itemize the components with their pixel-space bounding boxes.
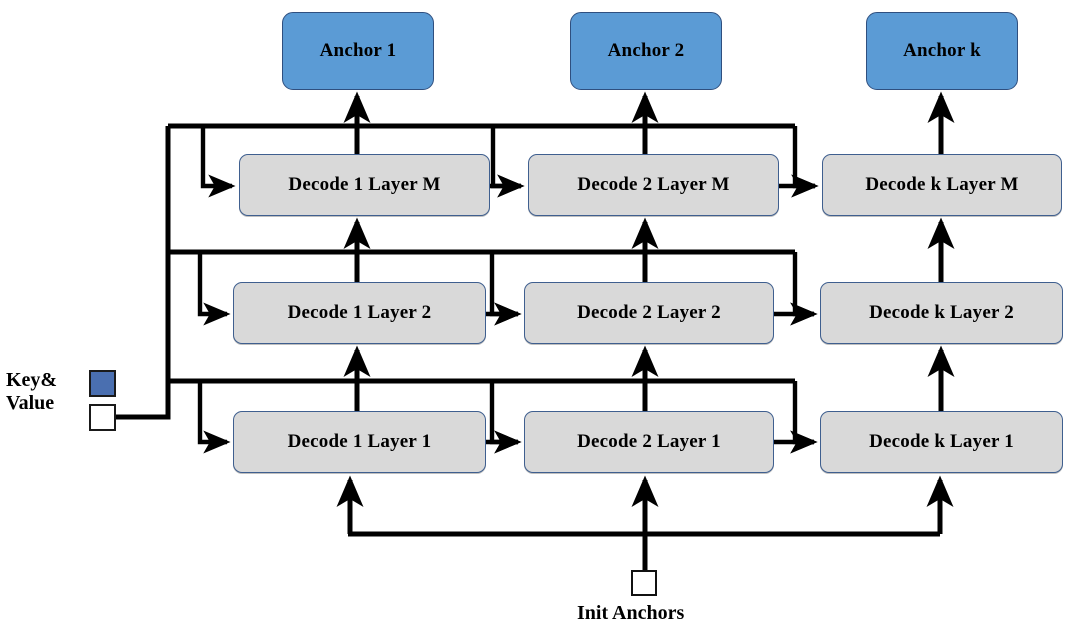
anchor-box-2[interactable]: Anchor 2 xyxy=(570,12,722,90)
stage-to-stage-arrows xyxy=(486,174,819,454)
decode-k-layer-m-label: Decode k Layer M xyxy=(865,174,1019,195)
anchor-box-k[interactable]: Anchor k xyxy=(866,12,1018,90)
decode-box-k-layer-1[interactable]: Decode k Layer 1 xyxy=(820,411,1063,473)
decode-box-1-layer-1[interactable]: Decode 1 Layer 1 xyxy=(233,411,486,473)
init-anchors-label: Init Anchors xyxy=(577,602,685,624)
anchor-box-1[interactable]: Anchor 1 xyxy=(282,12,434,90)
key-value-legend-label: Key& Value xyxy=(6,369,58,414)
decode-2-layer-2-label: Decode 2 Layer 2 xyxy=(577,302,721,323)
decode-2-layer-1-label: Decode 2 Layer 1 xyxy=(577,431,721,452)
decode-box-1-layer-2[interactable]: Decode 1 Layer 2 xyxy=(233,282,486,344)
decode-box-k-layer-m[interactable]: Decode k Layer M xyxy=(822,154,1062,216)
decode-box-k-layer-2[interactable]: Decode k Layer 2 xyxy=(820,282,1063,344)
decode-2-layer-m-label: Decode 2 Layer M xyxy=(577,174,730,195)
decode-1-layer-2-label: Decode 1 Layer 2 xyxy=(287,302,432,323)
decode-box-2-layer-2[interactable]: Decode 2 Layer 2 xyxy=(524,282,774,344)
key-value-swatch-key xyxy=(89,370,116,397)
decode-1-layer-m-label: Decode 1 Layer M xyxy=(288,174,441,195)
decode-box-2-layer-1[interactable]: Decode 2 Layer 1 xyxy=(524,411,774,473)
key-value-swatch-value xyxy=(89,404,116,431)
decode-box-1-layer-m[interactable]: Decode 1 Layer M xyxy=(239,154,490,216)
decode-k-layer-2-label: Decode k Layer 2 xyxy=(869,302,1014,323)
init-anchors-bus xyxy=(336,475,954,570)
anchor-1-label: Anchor 1 xyxy=(319,40,397,61)
anchor-2-label: Anchor 2 xyxy=(607,40,685,61)
decode-k-layer-1-label: Decode k Layer 1 xyxy=(869,431,1014,452)
init-anchors-square xyxy=(631,570,657,596)
decode-box-2-layer-m[interactable]: Decode 2 Layer M xyxy=(528,154,779,216)
key-value-trunk xyxy=(116,126,171,420)
anchor-k-label: Anchor k xyxy=(903,40,981,61)
decode-1-layer-1-label: Decode 1 Layer 1 xyxy=(287,431,432,452)
